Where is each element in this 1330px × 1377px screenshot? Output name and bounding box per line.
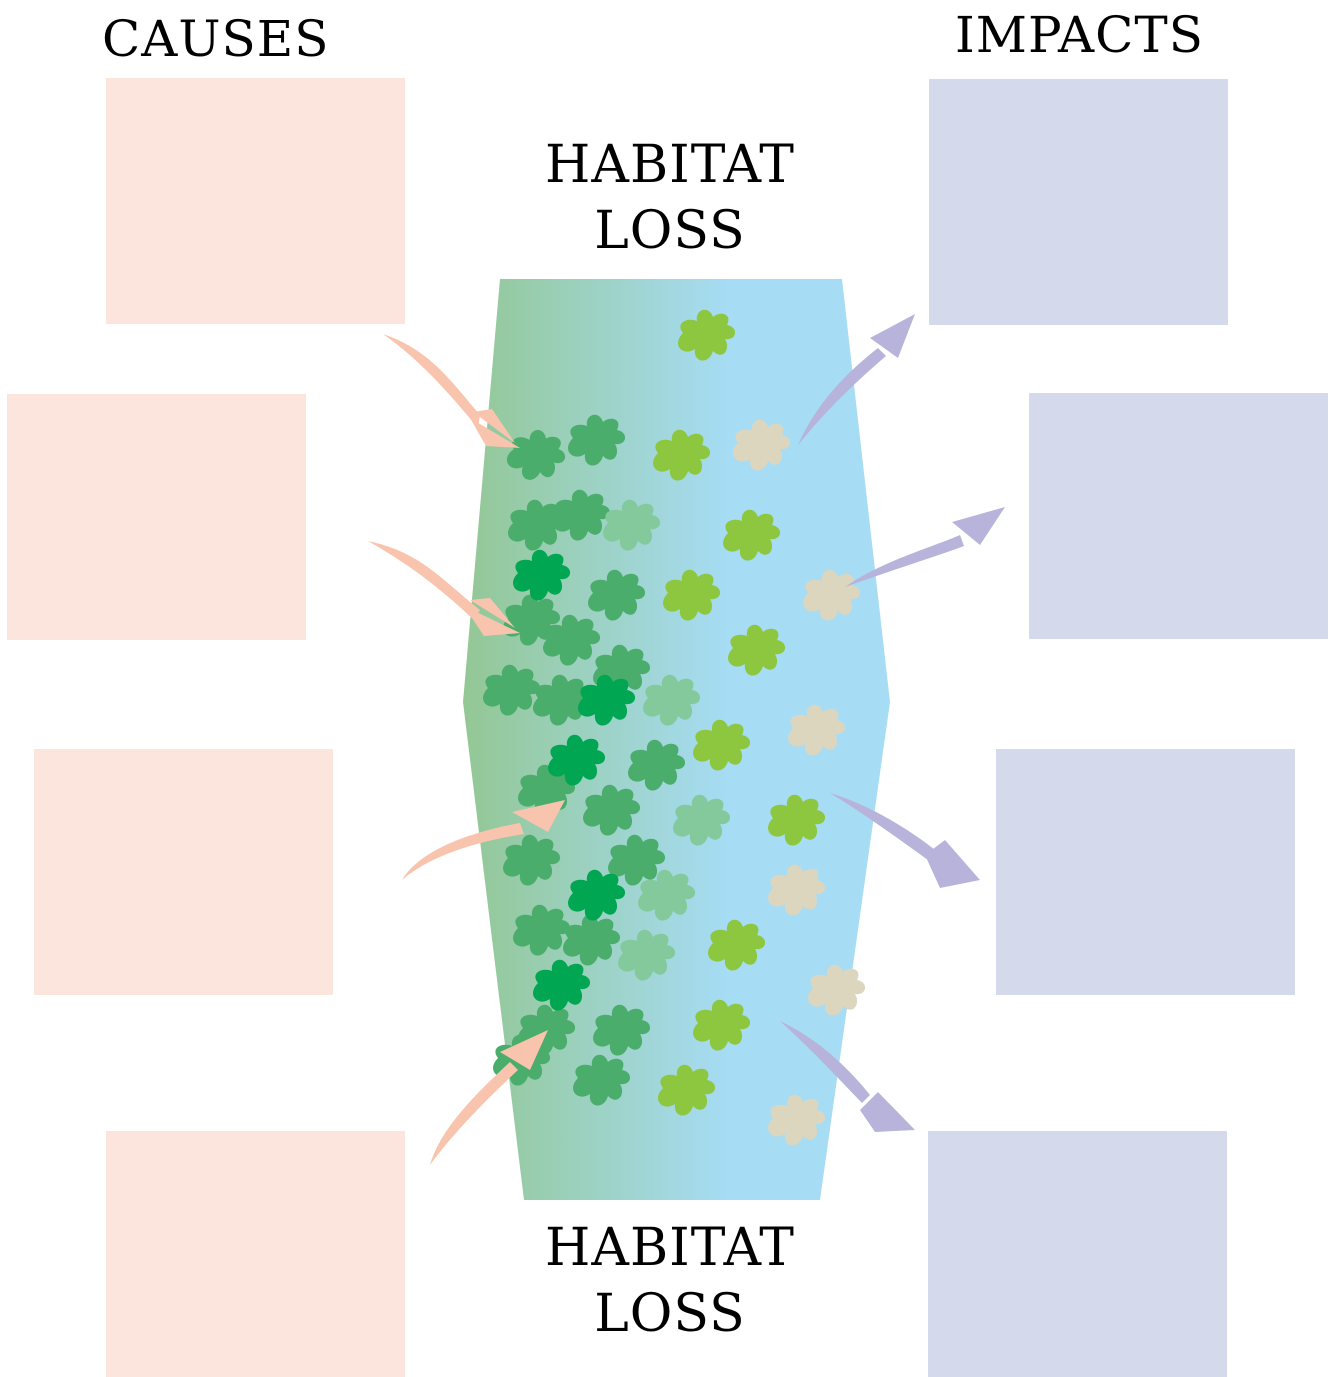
habitat-loss-title-top: HABITAT LOSS bbox=[520, 132, 820, 264]
habitat-loss-bottom-line1: HABITAT bbox=[520, 1215, 820, 1281]
habitat-loss-title-bottom: HABITAT LOSS bbox=[520, 1215, 820, 1347]
habitat-loss-top-line1: HABITAT bbox=[520, 132, 820, 198]
habitat-loss-top-line2: LOSS bbox=[520, 198, 820, 264]
habitat-loss-bottom-line2: LOSS bbox=[520, 1281, 820, 1347]
